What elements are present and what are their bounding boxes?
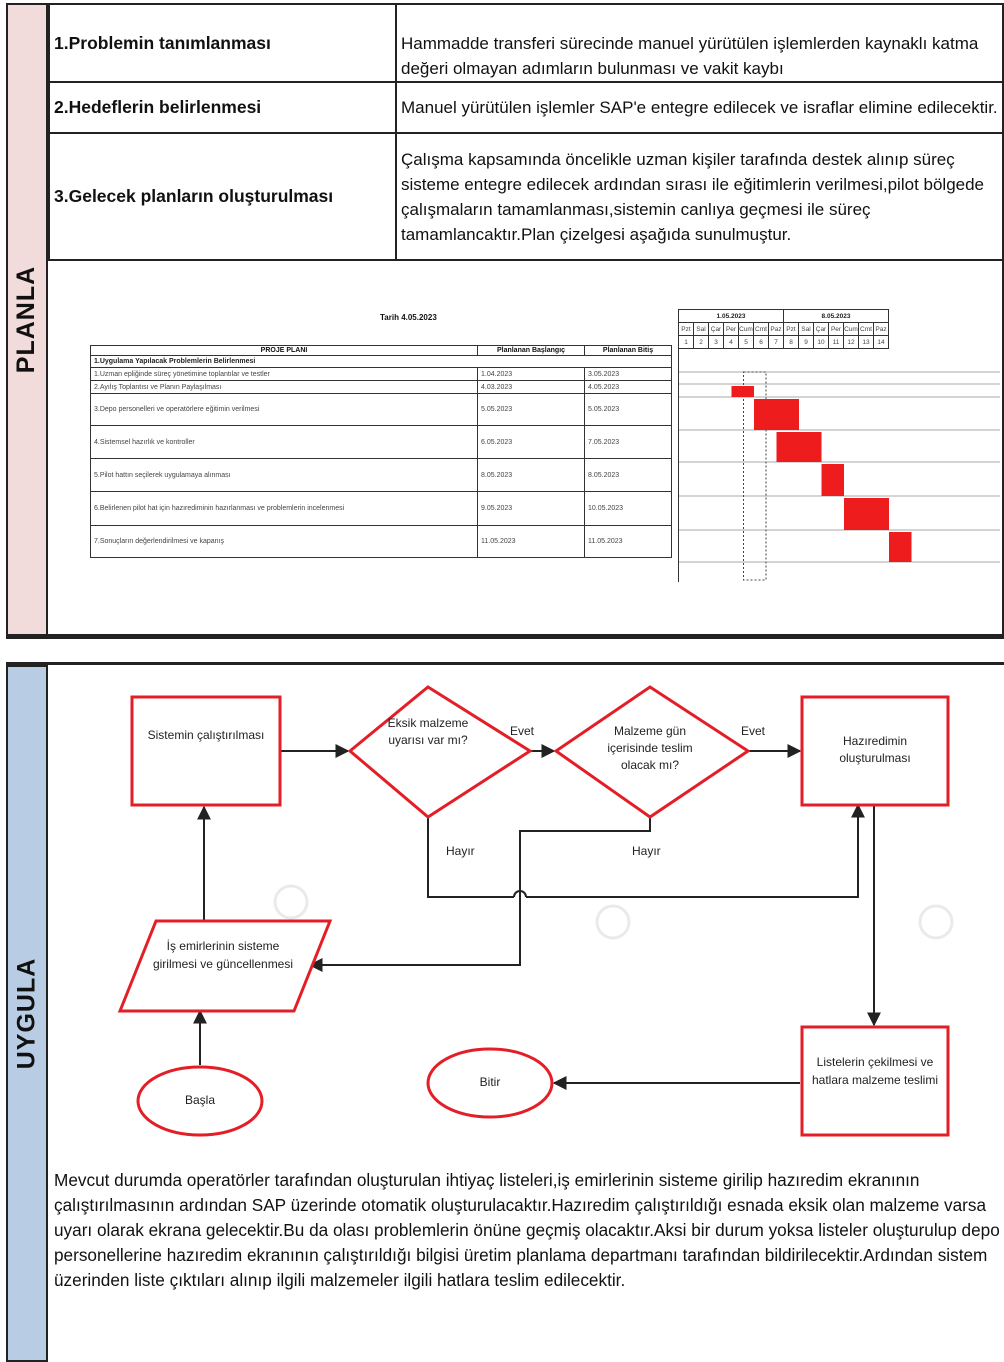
gantt-bar <box>731 386 754 397</box>
planla-band: PLANLA <box>6 3 48 636</box>
row-text-2: Manuel yürütülen işlemler SAP'e entegre … <box>395 81 1004 134</box>
gantt-day-number: 3 <box>708 335 724 349</box>
gantt-day-name: Sal <box>798 322 814 336</box>
gantt-day-name: Çar <box>708 322 724 336</box>
gantt-day-name: Pzt <box>783 322 799 336</box>
gantt-day-number: 7 <box>768 335 784 349</box>
gantt-task-name: 5.Pilot hattın seçilerek uygulamaya alın… <box>90 458 478 492</box>
gantt-area <box>48 258 1004 636</box>
gantt-task-name: 3.Depo personelleri ve operatörlere eğit… <box>90 393 478 426</box>
watermark-icon <box>273 884 954 940</box>
gantt-header-start: Planlanan Başlangıç <box>477 345 585 356</box>
gantt-day-number: 5 <box>738 335 754 349</box>
gantt-task-end: 7.05.2023 <box>584 425 672 459</box>
gantt-today-marker <box>743 371 767 581</box>
node-q1-text: Eksik malzeme uyarısı var mı? <box>387 716 469 747</box>
node-prepare-text: Hazıredimin oluşturulması <box>839 734 911 765</box>
gantt-day-name: Pzt <box>678 322 694 336</box>
node-q2-text: Malzeme gün içerisinde teslim olacak mı? <box>607 724 693 772</box>
label-q1-no: Hayır <box>446 844 475 858</box>
label-q2-yes: Evet <box>741 724 766 738</box>
gantt-task-start: 8.05.2023 <box>477 458 585 492</box>
edge-q1-no-b <box>526 803 865 898</box>
gantt-task-end: 8.05.2023 <box>584 458 672 492</box>
gantt-task-name: 4.Sistemsel hazırlık ve kontroller <box>90 425 478 459</box>
gantt-task-name: 7.Sonuçların değerlendirilmesi ve kapanı… <box>90 525 478 558</box>
gantt-header-task: PROJE PLANI <box>90 345 478 356</box>
gantt-bar <box>776 432 822 462</box>
gantt-task-name: 6.Belirlenen pilot hat için hazıredimini… <box>90 491 478 526</box>
gantt-day-name: Cum <box>738 322 754 336</box>
node-end <box>426 1047 554 1119</box>
gantt-task-name: 1.Uzman epliğinde süreç yönetimine topla… <box>90 367 478 381</box>
definition-table: 1.Problemin tanımlanması Hammadde transf… <box>48 3 1004 261</box>
section-separator <box>6 636 1004 665</box>
gantt-task-end: 3.05.2023 <box>584 367 672 381</box>
gantt-day-name: Cmt <box>858 322 874 336</box>
gantt-task-end: 5.05.2023 <box>584 393 672 426</box>
gantt-task-name: 2.Ayılış Toplantısı ve Planın Paylaşılma… <box>90 380 478 394</box>
gantt-day-name: Per <box>828 322 844 336</box>
row-text-3: Çalışma kapsamında öncelikle uzman kişil… <box>395 132 1004 261</box>
gantt-task-start: 6.05.2023 <box>477 425 585 459</box>
gantt-header-end: Planlanan Bitiş <box>584 345 672 356</box>
right-border <box>1002 3 1004 636</box>
gantt-task-start: 5.05.2023 <box>477 393 585 426</box>
gantt-bar-area <box>678 346 1000 582</box>
node-q1 <box>347 685 533 819</box>
row-label-1: 1.Problemin tanımlanması <box>48 3 397 83</box>
row-text-1: Hammadde transferi sürecinde manuel yürü… <box>395 3 1004 83</box>
gantt-day-number: 14 <box>873 335 889 349</box>
gantt-bar <box>754 399 799 430</box>
gantt-day-name: Cmt <box>753 322 769 336</box>
gantt-day-name: Paz <box>873 322 889 336</box>
gantt-bar <box>821 464 844 496</box>
gantt-day-number: 11 <box>828 335 844 349</box>
edge-q2-no <box>308 817 651 972</box>
description-paragraph: Mevcut durumda operatörler tarafından ol… <box>54 1170 1000 1290</box>
node-input <box>117 919 333 1013</box>
uygula-label: UYGULA <box>12 957 41 1070</box>
row-label-3: 3.Gelecek planların oluşturulması <box>48 132 397 261</box>
gantt-task-start: 11.05.2023 <box>477 525 585 558</box>
gantt-week-2: 8.05.2023 <box>783 309 889 323</box>
gantt-task-end: 10.05.2023 <box>584 491 672 526</box>
node-run <box>130 695 282 807</box>
gantt-day-name: Sal <box>693 322 709 336</box>
process-flowchart: Evet Evet Hayır Hayır Sistemin çalıştırı… <box>117 685 954 1137</box>
gantt-task-table: PROJE PLANI Planlanan Başlangıç Planlana… <box>90 345 672 558</box>
gantt-week-1: 1.05.2023 <box>678 309 784 323</box>
node-end-text: Bitir <box>479 1075 501 1089</box>
planla-label: PLANLA <box>12 265 41 374</box>
label-q2-no: Hayır <box>632 844 661 858</box>
gantt-task-end: 4.05.2023 <box>584 380 672 394</box>
row-label-2: 2.Hedeflerin belirlenmesi <box>48 81 397 134</box>
node-start <box>136 1065 264 1137</box>
node-input-text: İş emirlerinin sisteme girilmesi ve günc… <box>152 939 294 971</box>
node-q2 <box>553 685 751 819</box>
gantt-bar <box>844 498 889 530</box>
gantt-task-start: 4.03.2023 <box>477 380 585 394</box>
gantt-task-start: 1.04.2023 <box>477 367 585 381</box>
gantt-date: Tarih 4.05.2023 <box>380 313 437 322</box>
gantt-day-name: Per <box>723 322 739 336</box>
node-start-text: Başla <box>184 1093 216 1107</box>
gantt-day-name: Cum <box>843 322 859 336</box>
node-prepare <box>800 695 950 807</box>
gantt-bar <box>889 532 912 562</box>
node-lists <box>800 1025 950 1137</box>
label-q1-yes: Evet <box>510 724 535 738</box>
gantt-day-name: Paz <box>768 322 784 336</box>
node-run-text: Sistemin çalıştırılması <box>147 728 265 742</box>
uygula-band: UYGULA <box>6 665 48 1362</box>
gantt-day-name: Çar <box>813 322 829 336</box>
gantt-task-start: 9.05.2023 <box>477 491 585 526</box>
node-lists-text: Listelerin çekilmesi ve hatlara malzeme … <box>811 1055 939 1087</box>
gantt-section: 1.Uygulama Yapılacak Problemlerin Belirl… <box>90 355 672 368</box>
gantt-task-end: 11.05.2023 <box>584 525 672 558</box>
edge-q1-no-a <box>427 817 514 898</box>
